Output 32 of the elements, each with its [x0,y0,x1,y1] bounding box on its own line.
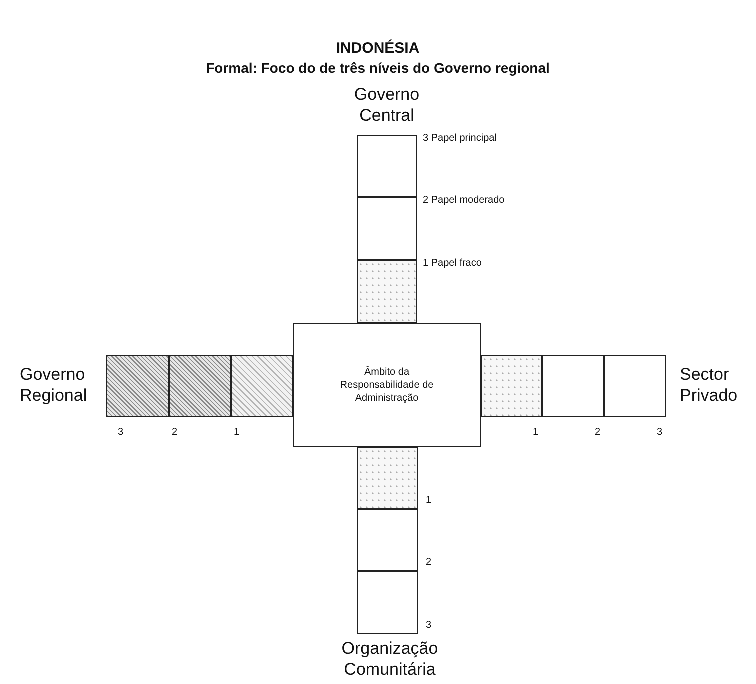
actor-label: Sector Privado [680,364,739,406]
level-number: 3 [118,427,124,438]
level-label: 2 Papel moderado [423,195,505,206]
level-number: 2 [595,427,601,438]
level-cell [542,355,604,417]
level-number: 3 [657,427,663,438]
title: INDONÉSIA [335,40,421,57]
level-cell [604,355,666,417]
level-number: 1 [234,427,240,438]
actor-label: Governo Central [353,84,421,126]
level-cell [357,197,417,260]
level-cell [481,355,542,417]
scope-box [293,323,481,447]
level-cell [357,260,417,323]
level-number: 3 [426,620,432,631]
actor-label: Organização Comunitária [340,638,440,680]
level-label: 3 Papel principal [423,133,497,144]
level-cell [231,355,293,417]
level-number: 1 [426,495,432,506]
actor-label: Governo Regional [20,364,88,406]
level-number: 1 [533,427,539,438]
level-cell [357,447,418,509]
subtitle: Formal: Foco do de três níveis do Governo regional [205,60,551,76]
scope-text: Âmbito da Responsabilidade de Administração [339,366,435,404]
level-label: 1 Papel fraco [423,258,482,269]
level-cell [357,571,418,634]
level-cell [357,135,417,197]
level-number: 2 [426,557,432,568]
level-cell [106,355,169,417]
level-cell [169,355,231,417]
level-number: 2 [172,427,178,438]
level-cell [357,509,418,571]
